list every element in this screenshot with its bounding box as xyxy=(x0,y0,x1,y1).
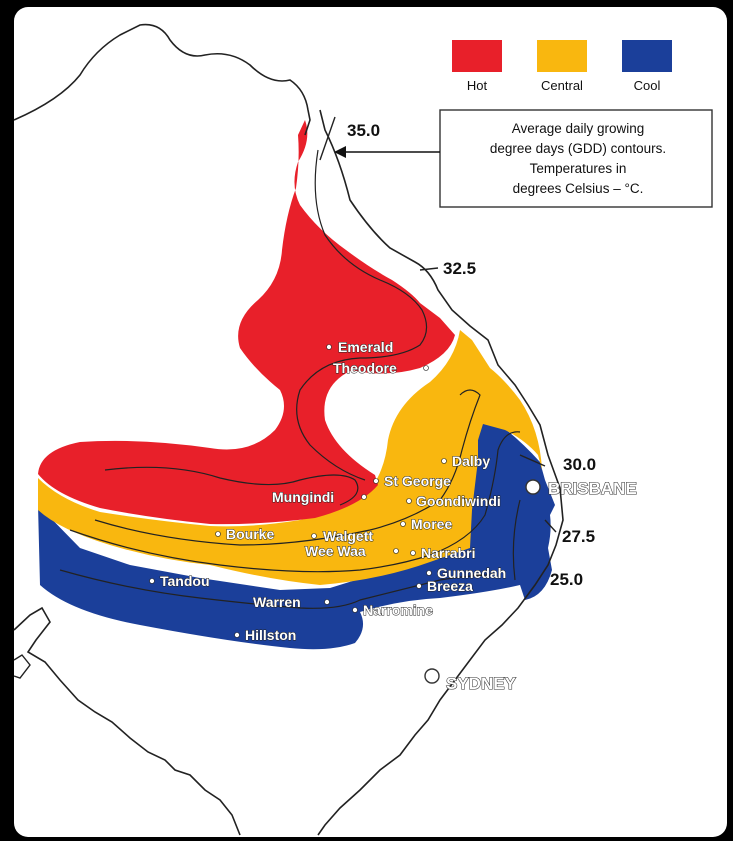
callout-line-4: degrees Celsius – °C. xyxy=(513,181,644,196)
mungindi-label: Mungindi xyxy=(272,489,334,505)
contour-30-tick xyxy=(519,454,546,467)
walgett-dot xyxy=(311,533,317,539)
hillston-label: Hillston xyxy=(245,627,296,643)
hillston-dot xyxy=(234,632,240,638)
moree-dot xyxy=(400,521,406,527)
narromine-dot xyxy=(352,607,358,613)
narromine-label: Narromine xyxy=(363,602,433,618)
legend-hot-swatch xyxy=(452,40,502,72)
tandou-label: Tandou xyxy=(160,573,210,589)
major-cities: BRISBANE SYDNEY xyxy=(424,478,637,694)
theodore-dot xyxy=(423,365,429,371)
callout-line-1: Average daily growing xyxy=(512,121,645,136)
mungindi-dot xyxy=(361,494,367,500)
moree-label: Moree xyxy=(411,516,452,532)
brisbane-marker xyxy=(525,479,541,495)
contour-32-tick xyxy=(419,267,439,271)
warren-label: Warren xyxy=(253,594,301,610)
cool-zone xyxy=(38,420,555,650)
theodore-label: Theodore xyxy=(333,360,397,376)
callout-box xyxy=(439,109,713,208)
emerald-dot xyxy=(326,344,332,350)
bourke-dot xyxy=(215,531,221,537)
coastline xyxy=(13,23,564,836)
sydney-marker xyxy=(424,668,440,684)
legend-cool-label: Cool xyxy=(634,78,661,93)
emerald-label: Emerald xyxy=(338,339,393,355)
dalby-label: Dalby xyxy=(452,453,490,469)
legend-hot-label: Hot xyxy=(467,78,488,93)
wee-waa-dot xyxy=(393,548,399,554)
hot-zone xyxy=(38,120,455,525)
contour-35-label: 35.0 xyxy=(347,121,380,140)
legend-central-label: Central xyxy=(541,78,583,93)
narrabri-dot xyxy=(410,550,416,556)
wee-waa-label: Wee Waa xyxy=(305,543,366,559)
narrabri-label: Narrabri xyxy=(421,545,475,561)
legend: Hot Central Cool xyxy=(452,40,672,93)
callout-line-2: degree days (GDD) contours. xyxy=(490,141,666,156)
contour-27-label: 27.5 xyxy=(562,527,595,546)
sydney-label: SYDNEY xyxy=(446,674,517,693)
contour-35-tick xyxy=(319,116,336,161)
breeza-dot xyxy=(416,583,422,589)
dalby-dot xyxy=(441,458,447,464)
gunnedah-label: Gunnedah xyxy=(437,565,506,581)
st-george-dot xyxy=(373,478,379,484)
walgett-label: Walgett xyxy=(323,528,373,544)
gunnedah-dot xyxy=(426,570,432,576)
west-inlet xyxy=(13,654,31,679)
brisbane-label: BRISBANE xyxy=(548,479,637,498)
goondiwindi-dot xyxy=(406,498,412,504)
callout-arrow-head xyxy=(334,146,346,158)
town-dots xyxy=(149,344,447,638)
tandou-dot xyxy=(149,578,155,584)
gdd-callout: Average daily growing degree days (GDD) … xyxy=(334,109,713,208)
bourke-label: Bourke xyxy=(226,526,274,542)
contour-30-label: 30.0 xyxy=(563,455,596,474)
warren-dot xyxy=(324,599,330,605)
contour-labels: 35.0 32.5 30.0 27.5 25.0 xyxy=(319,116,596,589)
breeza-label: Breeza xyxy=(427,578,473,594)
legend-cool-swatch xyxy=(622,40,672,72)
contour-27-tick xyxy=(544,519,557,533)
town-labels: Emerald Theodore Dalby St George Goondiw… xyxy=(160,339,507,644)
central-zone xyxy=(38,330,542,585)
contour-32-label: 32.5 xyxy=(443,259,476,278)
goondiwindi-label: Goondiwindi xyxy=(416,493,501,509)
callout-line-3: Temperatures in xyxy=(530,161,627,176)
st-george-label: St George xyxy=(384,473,451,489)
gdd-contour-lines xyxy=(59,149,521,609)
contour-25-label: 25.0 xyxy=(550,570,583,589)
legend-central-swatch xyxy=(537,40,587,72)
